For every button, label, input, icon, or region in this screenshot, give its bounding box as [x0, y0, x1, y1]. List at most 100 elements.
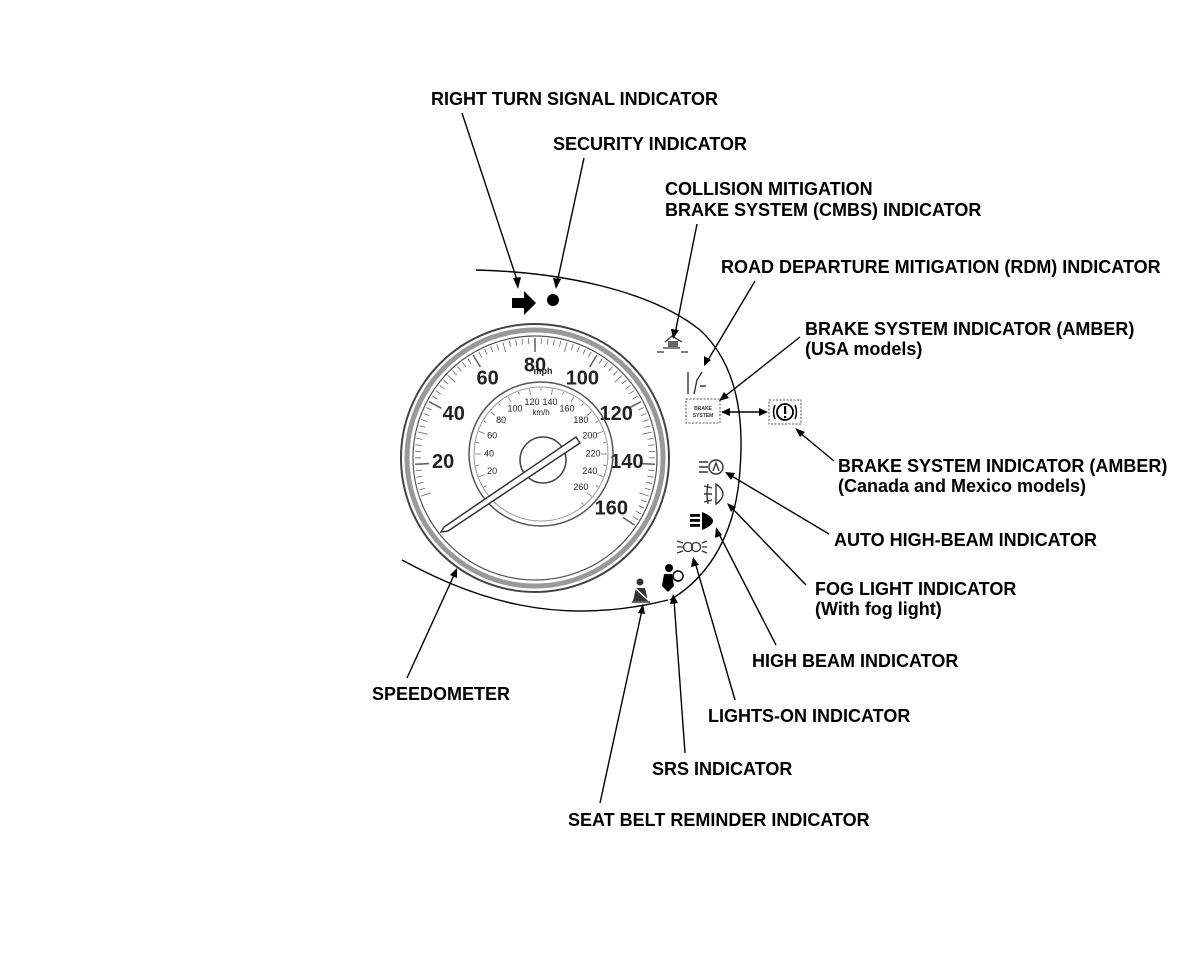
kmh-tick	[475, 442, 480, 444]
kmh-tick	[478, 474, 485, 477]
mph-tick	[472, 354, 482, 368]
mph-tick	[452, 370, 457, 376]
mph-tick	[638, 407, 645, 411]
callout-labels: RIGHT TURN SIGNAL INDICATOR SECURITY IND…	[372, 89, 1167, 830]
label-brake-canada-line2: (Canada and Mexico models)	[838, 476, 1086, 496]
seat-belt-reminder-icon	[632, 578, 650, 603]
mph-tick	[447, 375, 456, 383]
mph-tick-label: 60	[476, 367, 498, 389]
mph-tick	[625, 384, 631, 390]
security-indicator-icon	[547, 294, 559, 306]
brake-system-canada-icon	[768, 399, 802, 425]
mph-tick	[546, 338, 549, 345]
auto-high-beam-icon	[699, 459, 724, 475]
kmh-tick	[597, 431, 604, 434]
kmh-tick	[483, 420, 487, 423]
kmh-unit-label: km/h	[532, 408, 549, 417]
label-speedometer: SPEEDOMETER	[372, 684, 510, 704]
mph-tick	[632, 395, 638, 400]
kmh-tick	[586, 492, 592, 497]
label-seat-belt-reminder: SEAT BELT REMINDER INDICATOR	[568, 810, 870, 830]
mph-tick-label: 160	[595, 498, 628, 520]
label-lights-on: LIGHTS-ON INDICATOR	[708, 706, 910, 726]
kmh-tick	[490, 411, 496, 416]
label-cmbs-line1: COLLISION MITIGATION	[665, 179, 873, 199]
kmh-tick-label: 60	[487, 431, 497, 441]
kmh-tick-label: 20	[487, 466, 497, 476]
label-cmbs-line2: BRAKE SYSTEM (CMBS) INDICATOR	[665, 200, 981, 220]
mph-tick	[614, 375, 623, 383]
mph-tick	[439, 384, 445, 390]
cluster-outer-arc-top	[475, 269, 742, 601]
mph-tick	[467, 358, 472, 364]
mph-tick	[425, 407, 432, 411]
kmh-tick	[498, 403, 501, 406]
label-brake-usa-line2: (USA models)	[805, 339, 922, 359]
mph-tick	[421, 419, 428, 422]
mph-tick	[647, 438, 654, 440]
mph-tick	[443, 379, 449, 385]
mph-tick	[419, 487, 426, 491]
mph-tick	[435, 390, 441, 395]
mph-tick	[582, 348, 586, 355]
inner-dial-ring	[468, 381, 614, 527]
kmh-tick	[478, 431, 485, 434]
mph-tick	[635, 510, 642, 515]
mph-tick	[576, 346, 580, 353]
mph-tick	[632, 516, 639, 520]
mph-tick	[642, 419, 649, 422]
inner-dial-ring-2	[473, 386, 609, 522]
kmh-tick	[529, 388, 531, 395]
mph-tick-label: 100	[566, 367, 599, 389]
kmh-tick-label: 200	[582, 431, 597, 441]
kmh-tick-label: 80	[496, 415, 506, 425]
mph-tick	[416, 438, 423, 440]
srs-indicator-icon	[662, 564, 684, 592]
mph-tick	[644, 487, 651, 491]
kmh-tick	[562, 391, 564, 395]
mph-tick	[417, 431, 428, 435]
kmh-tick-label: 240	[582, 466, 597, 476]
mph-tick	[622, 516, 635, 526]
kmh-tick-label: 100	[507, 403, 522, 413]
mph-tick	[515, 339, 517, 346]
label-high-beam: HIGH BEAM INDICATOR	[752, 651, 958, 671]
mph-tick	[432, 395, 438, 400]
kmh-tick	[518, 391, 520, 395]
label-fog-light-line2: (With fog light)	[815, 599, 942, 619]
mph-tick-marks	[414, 338, 656, 526]
mph-tick	[640, 462, 655, 466]
kmh-tick	[586, 411, 592, 416]
kmh-tick-label: 120	[524, 397, 539, 407]
svg-text:SYSTEM: SYSTEM	[693, 413, 714, 419]
label-auto-high-beam: AUTO HIGH-BEAM INDICATOR	[834, 530, 1097, 550]
kmh-tick-marks	[475, 388, 607, 505]
mph-tick	[570, 344, 574, 351]
mph-tick	[587, 351, 592, 358]
mph-tick-label: 120	[600, 403, 633, 425]
gauge-face-edge	[412, 335, 658, 581]
mph-tick	[421, 492, 431, 497]
kmh-tick	[602, 464, 607, 466]
kmh-tick	[595, 420, 599, 423]
kmh-tick	[475, 464, 480, 466]
mph-tick	[621, 379, 627, 385]
mph-tick	[462, 362, 467, 368]
mph-tick	[415, 444, 422, 446]
mph-tick-label: 40	[443, 403, 465, 425]
kmh-tick-label: 220	[585, 448, 600, 458]
label-brake-canada-line1: BRAKE SYSTEM INDICATOR (AMBER)	[838, 456, 1167, 476]
mph-tick	[484, 348, 488, 355]
cluster-outer-arc-bottom	[401, 559, 669, 612]
mph-tick	[613, 370, 618, 376]
kmh-tick	[483, 485, 487, 488]
mph-tick	[490, 346, 494, 353]
mph-tick	[603, 362, 608, 368]
mph-tick	[478, 351, 483, 358]
right-turn-signal-icon	[512, 291, 536, 315]
mph-tick	[508, 340, 511, 347]
